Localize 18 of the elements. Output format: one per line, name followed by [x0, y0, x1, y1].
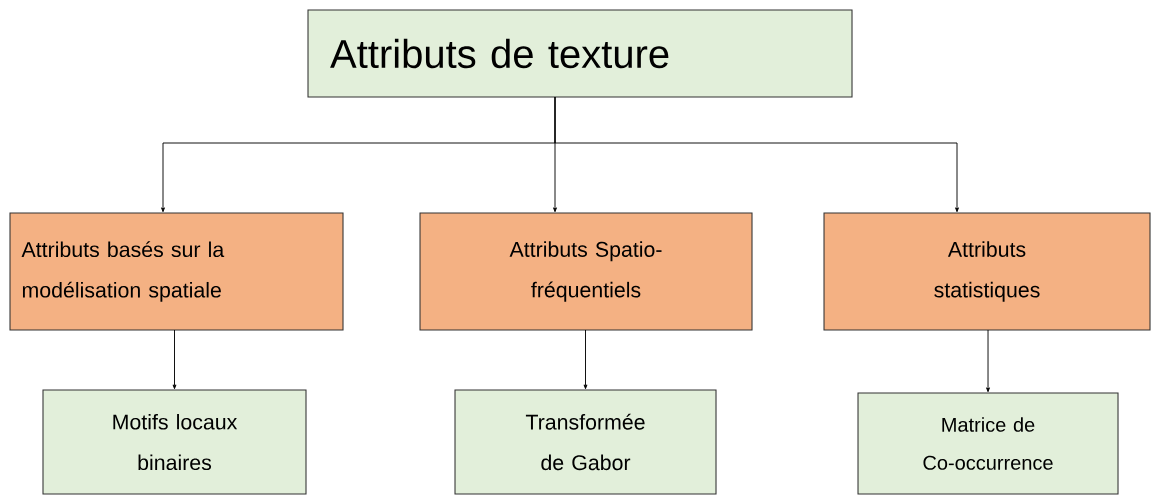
category-box — [419, 212, 753, 331]
node-label: Attributs basés sur la modélisation spatiale — [21, 241, 225, 302]
method-box — [42, 389, 307, 495]
arrow — [172, 329, 177, 390]
title-box — [307, 9, 853, 98]
node-label: Transformée de Gabor — [525, 413, 645, 471]
node-label: Attributs statistiques — [934, 241, 1040, 302]
category-box — [823, 212, 1151, 331]
arrow — [554, 96, 959, 213]
arrow — [986, 329, 990, 393]
method-box — [857, 392, 1119, 495]
arrow — [583, 329, 588, 390]
node-label: Motifs locaux binaires — [113, 413, 238, 471]
node-label: Attributs Spatio-fréquentiels — [509, 241, 662, 302]
method-box — [454, 389, 717, 495]
category-box — [9, 212, 344, 331]
node-label: Matrice de Co-occurrence — [923, 417, 1053, 470]
node-label: Attributs de texture — [330, 38, 669, 69]
